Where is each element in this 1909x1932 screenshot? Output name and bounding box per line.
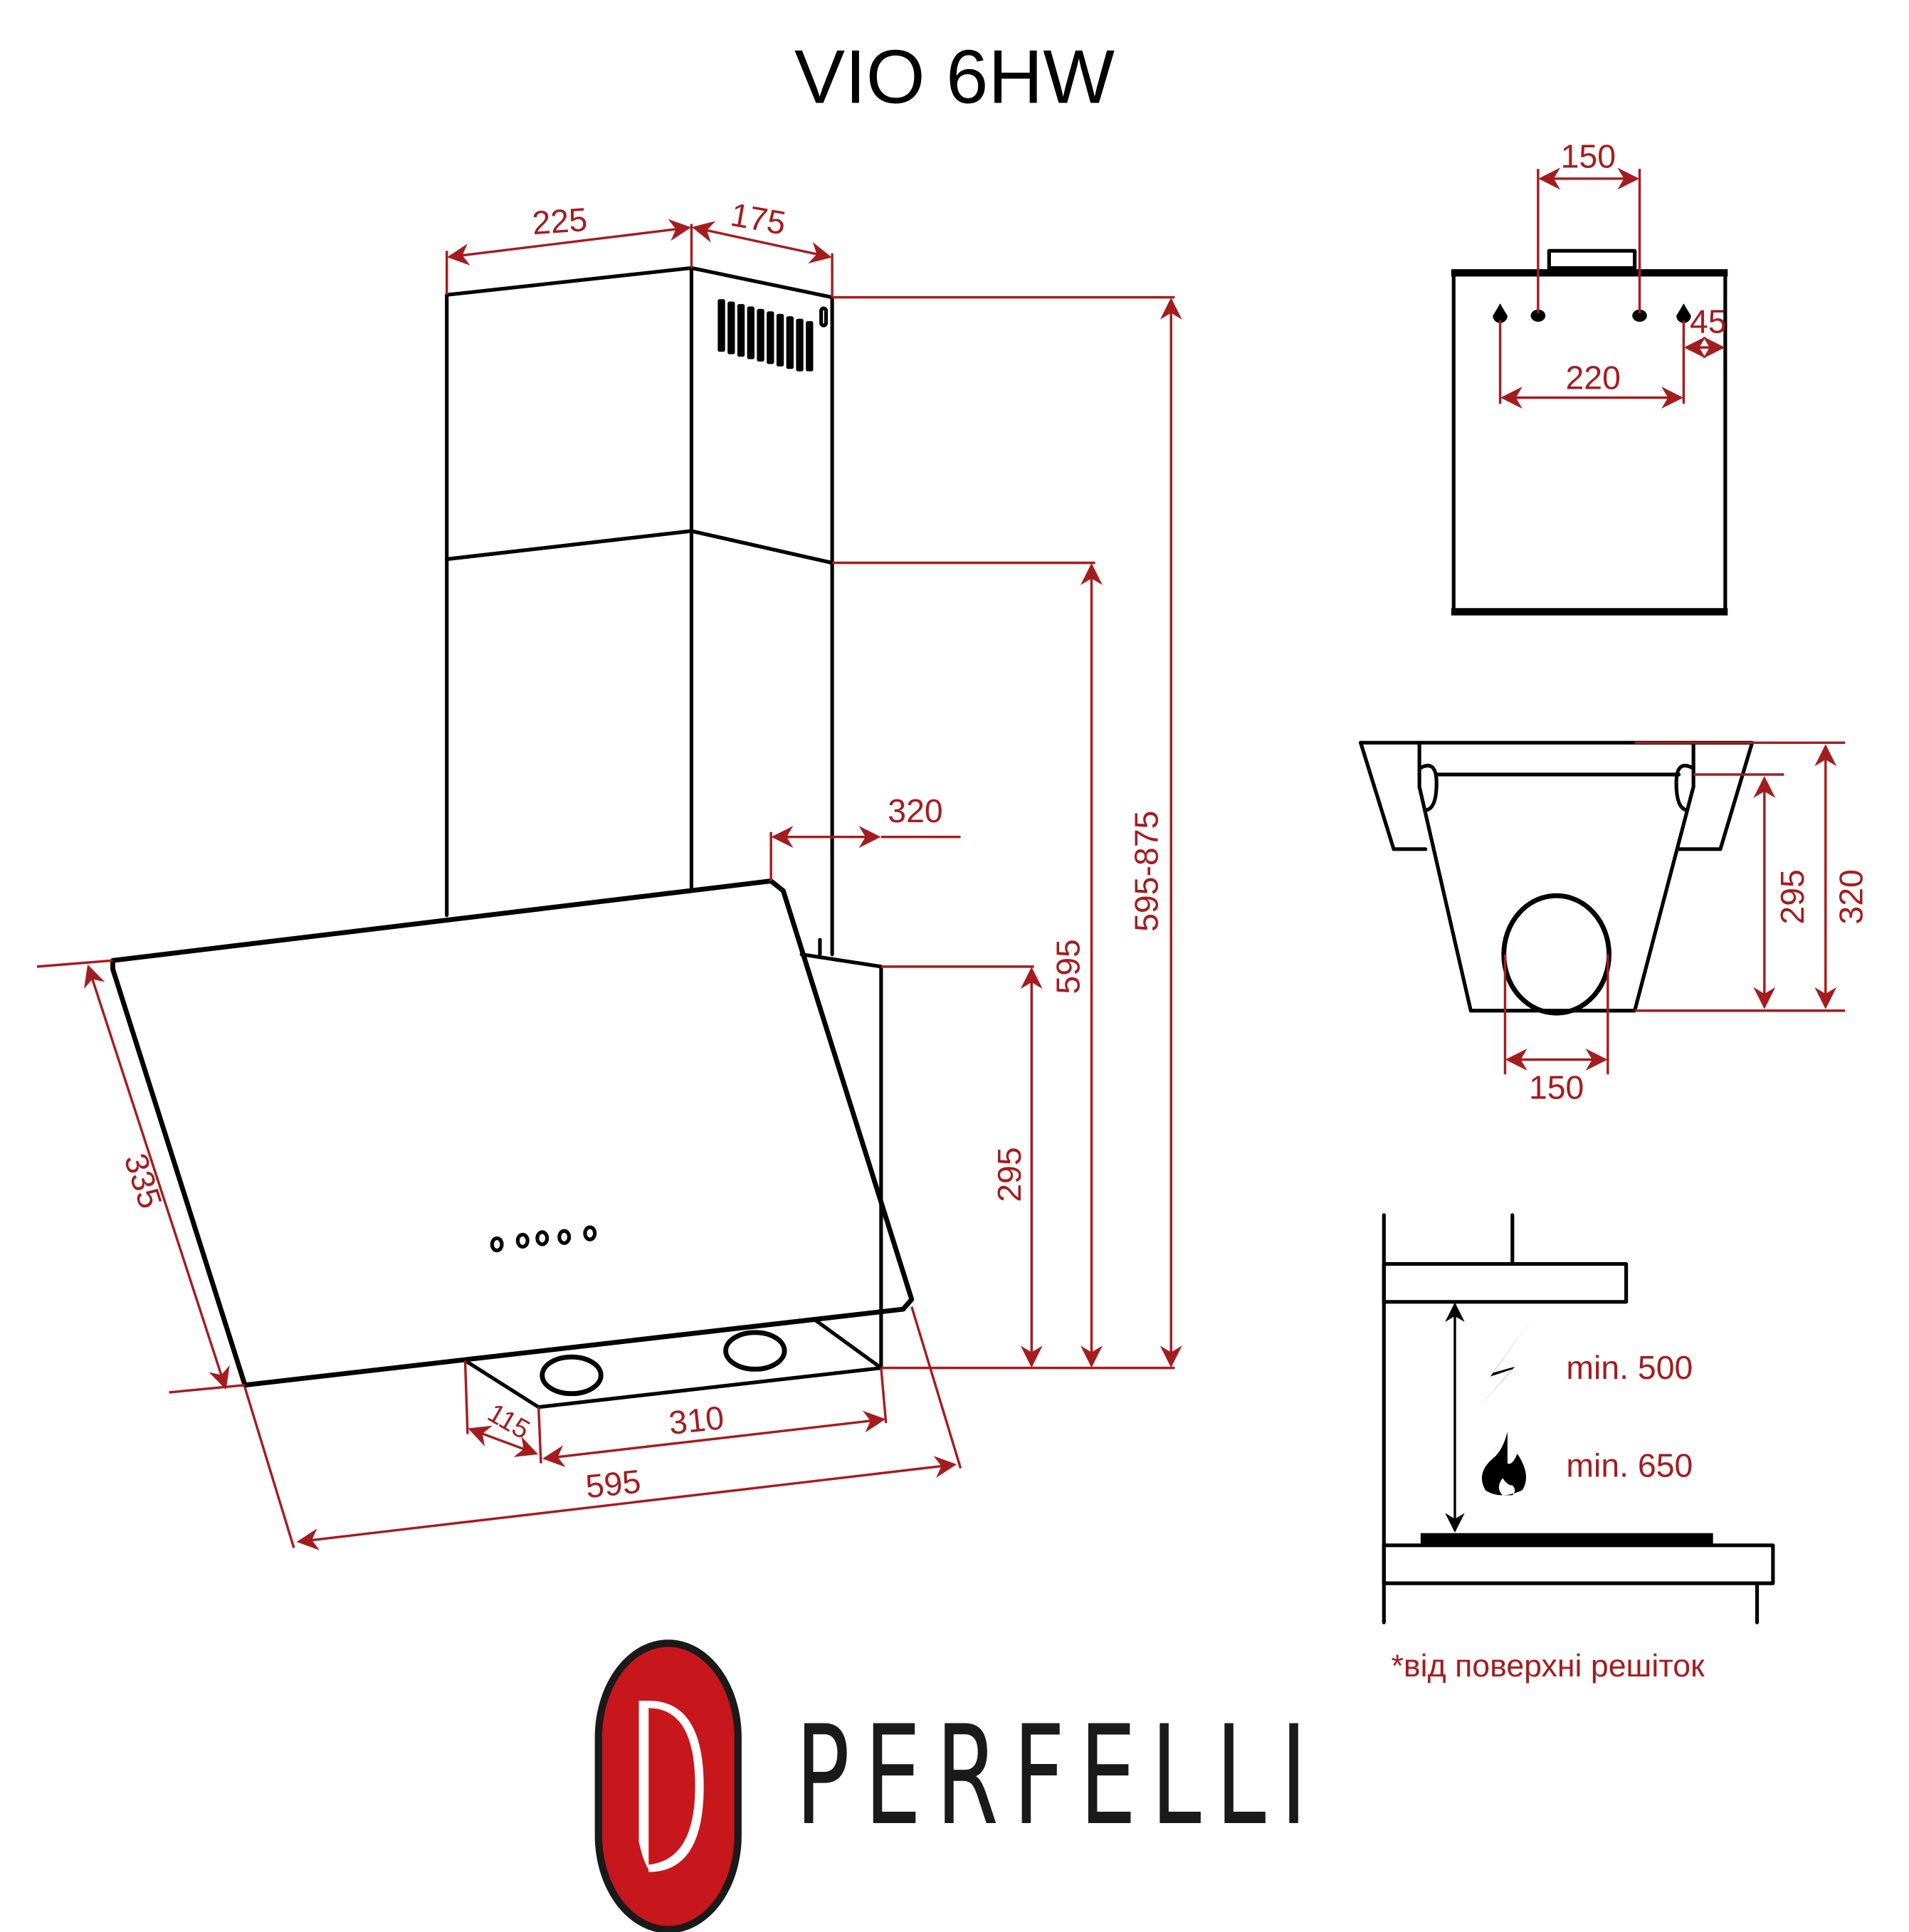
dim-height-total: 595-875: [1127, 811, 1164, 932]
top-view: 150 220 45: [1451, 137, 1728, 616]
lightning-icon: [1476, 1318, 1532, 1411]
dim-height-inner: 295: [1774, 869, 1811, 924]
button-icon: [535, 1230, 549, 1246]
vent-slots-icon: [717, 299, 829, 372]
dim-chimney-depth: 175: [728, 196, 789, 242]
dim-hood-depth: 320: [888, 792, 942, 829]
dimension-lines: [36, 219, 1182, 1550]
filter-icon: [540, 1354, 604, 1397]
logo-letter-p-icon: [638, 1701, 704, 1872]
installation-note: *від поверхні решіток: [1392, 1649, 1705, 1684]
dim-width-bottom: 595: [584, 1463, 642, 1506]
dim-glass-slant: 335: [117, 1149, 169, 1213]
model-title: VIO 6HW: [794, 34, 1115, 119]
brand-name: PERFELLI: [796, 1696, 1322, 1856]
hob-icon: [1420, 1533, 1713, 1545]
installation-diagram: min. 500 min. 650 *від поверхні решіток: [1382, 1213, 1775, 1684]
hood-block: [1382, 1261, 1629, 1304]
dim-filter-span: 310: [667, 1399, 725, 1442]
filter-icon: [723, 1330, 787, 1372]
button-icon: [490, 1236, 504, 1253]
electric-min-distance: min. 500: [1566, 1349, 1693, 1386]
button-icon: [583, 1225, 597, 1241]
dim-height-glass: 295: [991, 1147, 1028, 1202]
button-icon: [515, 1232, 530, 1249]
dim-outlet-diameter: 150: [1529, 1069, 1584, 1106]
dim-chimney-width: 225: [531, 201, 589, 241]
flame-icon: [1481, 1432, 1527, 1496]
brand-logo: PERFELLI: [594, 1639, 1322, 1932]
dim-mount-holes: 220: [1566, 359, 1621, 397]
dim-height-lower: 595: [1049, 939, 1086, 994]
dim-outlet-holes: 150: [1561, 137, 1616, 174]
duct-outlet-icon: [1501, 893, 1612, 1016]
dim-filter-depth: 115: [483, 1398, 535, 1446]
mount-holes: [1493, 303, 1691, 323]
dim-height-outer: 320: [1832, 869, 1869, 924]
button-icon: [557, 1229, 572, 1245]
front-view: 225 175 320 595-875 595 295 335 595 310 …: [36, 196, 1182, 1550]
countertop: [1382, 1543, 1775, 1585]
control-buttons: [490, 1225, 597, 1253]
gas-min-distance: min. 650: [1566, 1447, 1693, 1484]
keyhole-icon: [1493, 303, 1508, 323]
logo-badge: [601, 1647, 735, 1926]
dim-edge-offset: 45: [1690, 303, 1727, 340]
keyhole-icon: [1676, 303, 1691, 323]
side-view: 150 295 320: [1359, 740, 1869, 1106]
